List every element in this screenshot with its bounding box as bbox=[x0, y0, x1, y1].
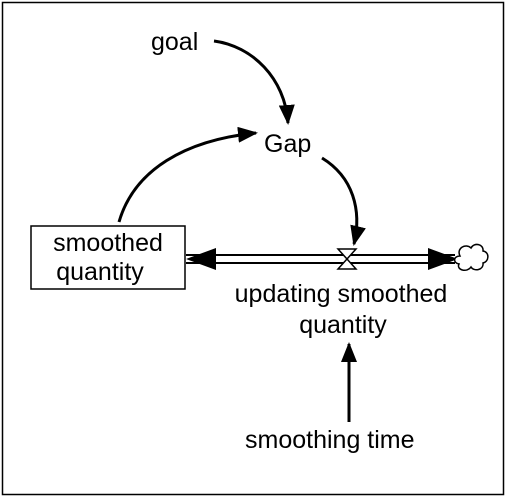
stock-box[interactable] bbox=[30, 225, 186, 290]
connector-stock-to-gap bbox=[117, 126, 258, 223]
flow-label-line2: quantity bbox=[299, 311, 387, 339]
flow-valve-icon[interactable] bbox=[336, 248, 358, 270]
stock-label-line1: smoothed bbox=[53, 229, 163, 257]
flow-pipe bbox=[186, 248, 458, 270]
flow-arrowhead-right bbox=[428, 248, 458, 270]
diagram-frame bbox=[1, 1, 505, 496]
stock-label-line2: quantity bbox=[56, 258, 144, 286]
goal-label[interactable]: goal bbox=[151, 28, 198, 56]
connector-gap-to-flow bbox=[321, 156, 366, 246]
connector-goal-to-gap bbox=[213, 39, 295, 125]
flow-arrowhead-left bbox=[186, 248, 216, 270]
gap-label[interactable]: Gap bbox=[264, 130, 311, 158]
smoothing-time-label[interactable]: smoothing time bbox=[245, 426, 415, 454]
flow-label-line1[interactable]: updating smoothed bbox=[235, 280, 448, 308]
cloud-sink-icon bbox=[453, 243, 489, 272]
